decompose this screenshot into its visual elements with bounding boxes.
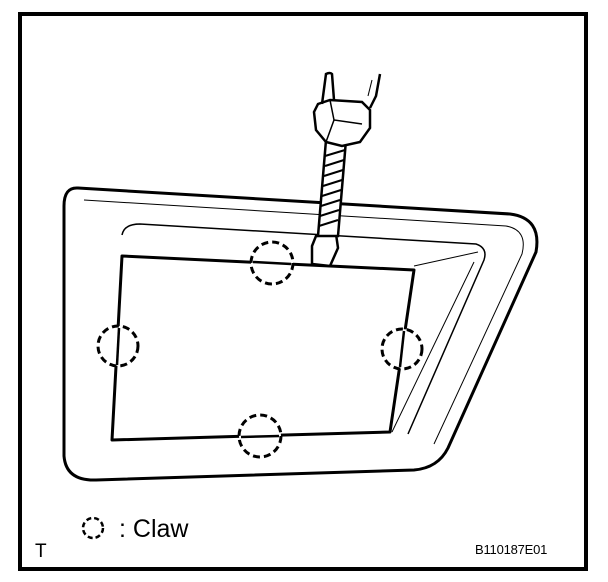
screwdriver-handle	[320, 71, 336, 105]
figure-code: B110187E01	[475, 542, 548, 557]
recess-bevel-line-2	[391, 261, 475, 433]
panel-outline	[110, 254, 416, 442]
legend-label: : Claw	[119, 515, 189, 543]
claw-marker-right	[380, 327, 424, 371]
screwdriver	[310, 71, 382, 268]
screwdriver-handle-right	[368, 73, 382, 109]
bezel-recess	[121, 223, 486, 435]
figure-frame	[18, 12, 588, 571]
claw-marker-left	[96, 324, 140, 368]
bezel-inner-lip	[83, 199, 524, 445]
dashed-circle-icon	[81, 516, 105, 540]
recess-bevel-line	[413, 251, 479, 267]
claw-marker-bottom	[237, 413, 283, 459]
corner-mark: T	[35, 541, 47, 562]
shaft-tape	[318, 149, 346, 227]
claw-marker-top	[249, 240, 295, 286]
screwdriver-bolster	[312, 98, 372, 148]
